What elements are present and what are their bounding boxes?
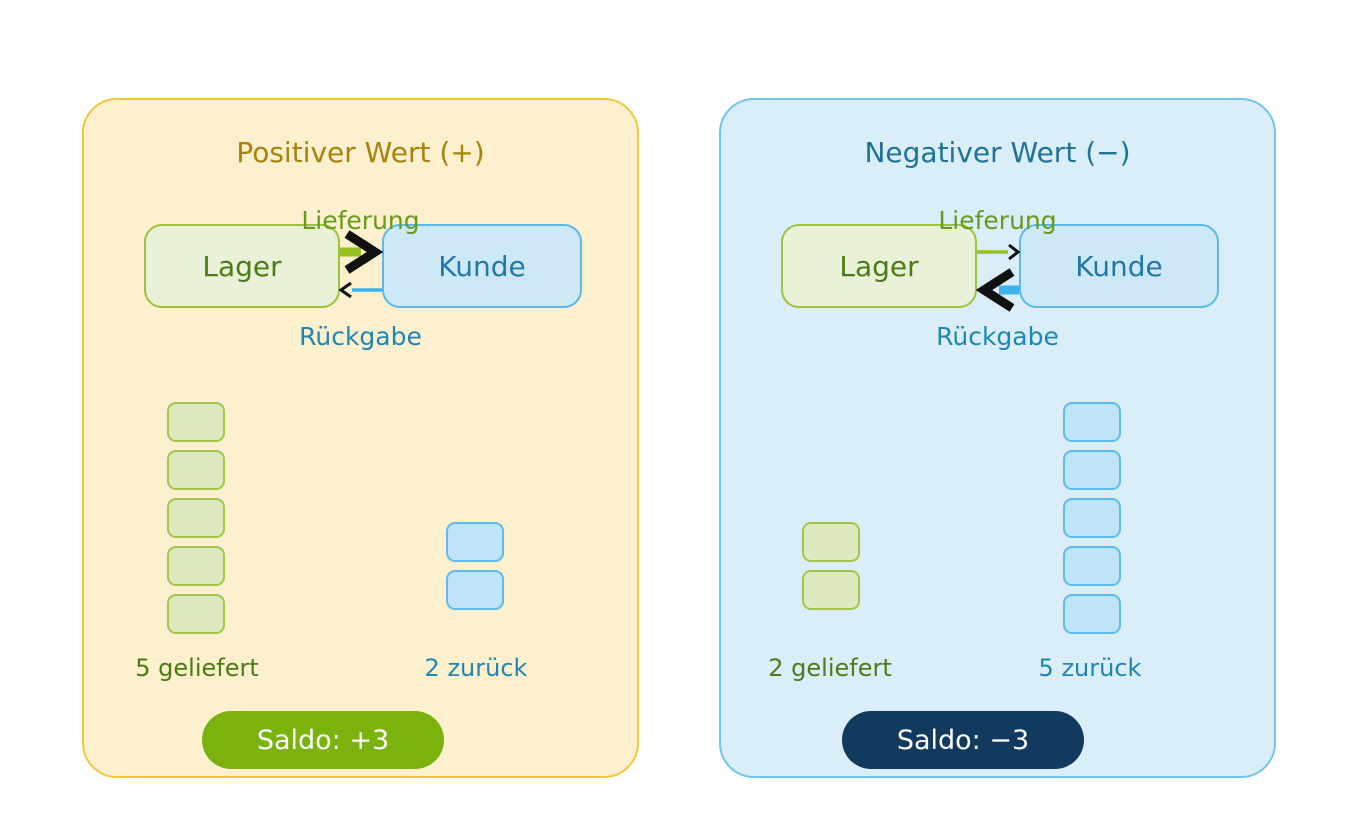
positive-value-panel: Positiver Wert (+) Lager Kunde Lieferung…	[82, 98, 639, 778]
rueckgabe-label: Rückgabe	[299, 322, 422, 351]
item-box	[1063, 402, 1121, 442]
kunde-label: Kunde	[438, 249, 526, 283]
kunde-label: Kunde	[1075, 249, 1163, 283]
return-arrowhead-icon	[975, 268, 1015, 312]
lager-box: Lager	[144, 224, 340, 308]
delivery-arrowhead-icon	[1008, 243, 1021, 261]
returned-items-stack	[1063, 402, 1121, 642]
item-box	[167, 450, 225, 490]
negative-value-panel: Negativer Wert (−) Lager Kunde Lieferung…	[719, 98, 1276, 778]
panel-title: Positiver Wert (+)	[236, 136, 485, 169]
item-box	[1063, 594, 1121, 634]
item-box	[1063, 450, 1121, 490]
delivered-caption: 2 geliefert	[768, 654, 892, 682]
panel-title: Negativer Wert (−)	[864, 136, 1131, 169]
saldo-label: Saldo: −3	[896, 724, 1030, 756]
item-box	[167, 498, 225, 538]
delivery-arrowhead-icon	[344, 230, 384, 274]
saldo-badge: Saldo: −3	[842, 711, 1084, 769]
item-box	[802, 570, 860, 610]
item-box	[1063, 498, 1121, 538]
returned-caption: 5 zurück	[1038, 654, 1142, 682]
item-box	[802, 522, 860, 562]
item-box	[446, 522, 504, 562]
delivered-items-stack	[802, 522, 860, 618]
item-box	[167, 594, 225, 634]
return-arrowhead-icon	[338, 281, 352, 299]
lager-label: Lager	[839, 249, 919, 283]
item-box	[446, 570, 504, 610]
kunde-box: Kunde	[382, 224, 582, 308]
returned-items-stack	[446, 522, 504, 618]
rueckgabe-label: Rückgabe	[936, 322, 1059, 351]
item-box	[167, 402, 225, 442]
saldo-badge: Saldo: +3	[202, 711, 444, 769]
returned-caption: 2 zurück	[424, 654, 528, 682]
lager-label: Lager	[202, 249, 282, 283]
saldo-label: Saldo: +3	[256, 724, 390, 756]
kunde-box: Kunde	[1019, 224, 1219, 308]
item-box	[1063, 546, 1121, 586]
delivered-items-stack	[167, 402, 225, 642]
item-box	[167, 546, 225, 586]
lager-box: Lager	[781, 224, 977, 308]
delivered-caption: 5 geliefert	[135, 654, 259, 682]
